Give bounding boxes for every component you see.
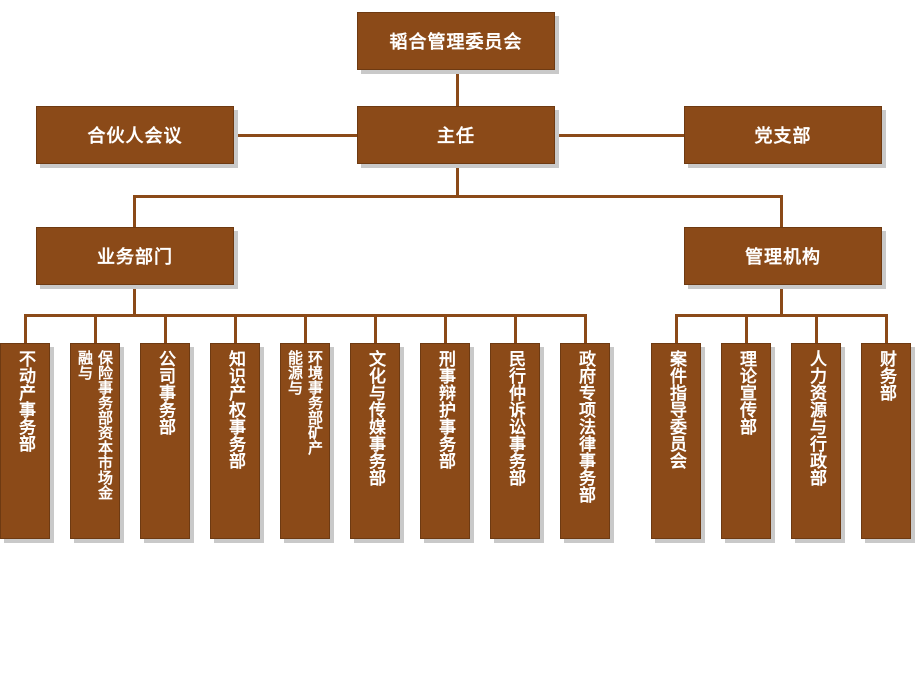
party-branch-label: 党支部 [754, 126, 812, 147]
dept-energy-environment: 环境事务部矿产能源与 [280, 343, 330, 539]
connector-dept-1 [24, 314, 27, 343]
director-node: 主任 [357, 106, 555, 164]
mgmt-finance: 财务部 [861, 343, 911, 539]
management-division-node: 管理机构 [684, 227, 882, 285]
dept-government-legal: 政府专项法律事务部 [560, 343, 610, 539]
dept-label: 政府专项法律事务部 [575, 350, 595, 503]
connector-to-business [133, 195, 136, 227]
connector-dept-6 [374, 314, 377, 343]
connector-director-party [555, 134, 684, 137]
connector-mgmt-2 [745, 314, 748, 343]
dept-ip: 知识产权事务部 [210, 343, 260, 539]
dept-label: 知识产权事务部 [225, 350, 245, 469]
dept-label: 理论宣传部 [736, 350, 756, 435]
connector-dept-5 [304, 314, 307, 343]
director-label: 主任 [437, 126, 475, 147]
connector-dept-7 [444, 314, 447, 343]
connector-to-management [780, 195, 783, 227]
connector-dept-3 [164, 314, 167, 343]
mgmt-case-guidance: 案件指导委员会 [651, 343, 701, 539]
dept-culture-media: 文化与传媒事务部 [350, 343, 400, 539]
management-committee-node: 韬合管理委员会 [357, 12, 555, 70]
connector-dept-8 [514, 314, 517, 343]
dept-label: 刑事辩护事务部 [435, 350, 455, 469]
connector-top-director [456, 70, 459, 106]
connector-mgmt-4 [885, 314, 888, 343]
partners-meeting-node: 合伙人会议 [36, 106, 234, 164]
mgmt-theory-publicity: 理论宣传部 [721, 343, 771, 539]
business-division-label: 业务部门 [97, 247, 173, 268]
partners-meeting-label: 合伙人会议 [87, 126, 183, 147]
dept-label: 保险事务部资本市场金融与 [76, 350, 114, 500]
dept-label: 人力资源与行政部 [806, 350, 826, 486]
dept-label: 案件指导委员会 [666, 350, 686, 469]
connector-mgmt-3 [815, 314, 818, 343]
dept-label: 不动产事务部 [15, 350, 35, 452]
mgmt-hr-admin: 人力资源与行政部 [791, 343, 841, 539]
connector-division-bar [133, 195, 782, 198]
management-committee-label: 韬合管理委员会 [389, 32, 523, 53]
party-branch-node: 党支部 [684, 106, 882, 164]
connector-management-down [780, 285, 783, 315]
dept-label: 环境事务部矿产能源与 [286, 350, 324, 455]
business-division-node: 业务部门 [36, 227, 234, 285]
dept-label: 公司事务部 [155, 350, 175, 435]
dept-real-estate: 不动产事务部 [0, 343, 50, 539]
dept-civil-litigation: 民行仲诉讼事务部 [490, 343, 540, 539]
connector-director-down [456, 164, 459, 197]
connector-dept-2 [94, 314, 97, 343]
connector-partners-director [234, 134, 357, 137]
dept-label: 民行仲诉讼事务部 [505, 350, 525, 486]
dept-label: 文化与传媒事务部 [365, 350, 385, 486]
connector-business-down [133, 285, 136, 315]
connector-mgmt-1 [675, 314, 678, 343]
connector-management-bar [675, 314, 888, 317]
connector-dept-4 [234, 314, 237, 343]
connector-dept-9 [584, 314, 587, 343]
dept-corporate: 公司事务部 [140, 343, 190, 539]
dept-label: 财务部 [876, 350, 896, 401]
dept-criminal-defense: 刑事辩护事务部 [420, 343, 470, 539]
management-division-label: 管理机构 [745, 247, 821, 268]
dept-capital-markets: 保险事务部资本市场金融与 [70, 343, 120, 539]
